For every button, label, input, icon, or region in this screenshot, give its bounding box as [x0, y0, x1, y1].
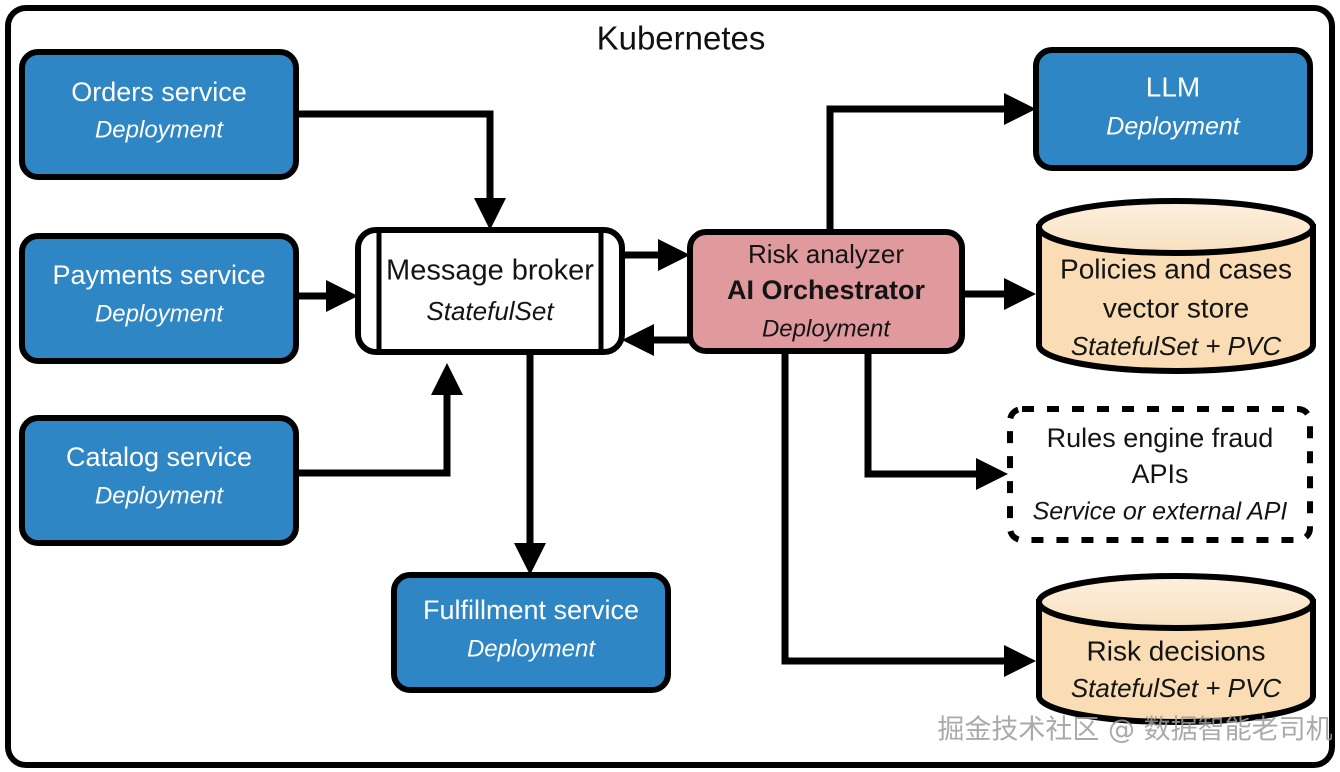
kubernetes-frame: [5, 5, 1335, 768]
llm-subtitle: Deployment: [1106, 113, 1240, 141]
edge-risk-analyzer-to-llm: [826, 93, 1036, 232]
catalog-service-subtitle: Deployment: [95, 482, 224, 509]
edge-risk-analyzer-to-risk-decisions: [781, 351, 1036, 677]
edge-risk-analyzer-to-vector-store: [962, 278, 1036, 310]
catalog-service-box[interactable]: [19, 415, 299, 546]
policies-vector-store-subtitle: StatefulSet + PVC: [1071, 331, 1282, 361]
message-broker-title: Message broker: [386, 255, 594, 287]
node-rules-engine-fraud-apis[interactable]: Rules engine fraud APIs Service or exter…: [1007, 406, 1313, 543]
watermark-text: 掘金技术社区 @ 数据智能老司机: [937, 715, 1332, 746]
policies-vector-store-top: [1036, 198, 1316, 256]
edge-risk-analyzer-to-rules-engine: [864, 351, 1008, 490]
edge-catalog-to-broker: [296, 363, 463, 477]
policies-vector-store-title-2: vector store: [1103, 292, 1249, 323]
risk-analyzer-role: AI Orchestrator: [727, 275, 926, 305]
rules-engine-title-2: APIs: [1131, 459, 1188, 489]
llm-title: LLM: [1146, 71, 1200, 102]
rules-engine-title-1: Rules engine fraud: [1047, 423, 1274, 453]
risk-analyzer-title: Risk analyzer: [748, 239, 904, 269]
node-llm[interactable]: LLM Deployment: [1033, 47, 1313, 171]
frame-title: Kubernetes: [597, 20, 766, 57]
rules-engine-fraud-apis-box[interactable]: [1007, 406, 1313, 543]
llm-box[interactable]: [1033, 47, 1313, 171]
catalog-service-title: Catalog service: [66, 442, 252, 472]
risk-analyzer-subtitle: Deployment: [762, 315, 891, 342]
node-payments-service[interactable]: Payments service Deployment: [19, 233, 299, 364]
edge-payments-to-broker: [296, 280, 358, 312]
message-broker-box[interactable]: [355, 227, 625, 355]
node-message-broker[interactable]: Message broker StatefulSet: [355, 227, 625, 355]
fulfillment-service-title: Fulfillment service: [423, 595, 639, 625]
edge-risk-analyzer-to-broker: [622, 324, 690, 356]
payments-service-subtitle: Deployment: [95, 300, 224, 327]
risk-decisions-body[interactable]: [1036, 599, 1316, 725]
payments-service-title: Payments service: [52, 260, 265, 290]
message-broker-subtitle: StatefulSet: [426, 296, 555, 326]
rules-engine-subtitle: Service or external API: [1033, 498, 1288, 526]
orders-service-box[interactable]: [19, 49, 299, 180]
orders-service-subtitle: Deployment: [95, 116, 224, 143]
node-catalog-service[interactable]: Catalog service Deployment: [19, 415, 299, 546]
payments-service-box[interactable]: [19, 233, 299, 364]
node-risk-decisions[interactable]: Risk decisions StatefulSet + PVC: [1036, 573, 1316, 725]
orders-service-title: Orders service: [71, 77, 247, 107]
risk-analyzer-box[interactable]: [687, 229, 965, 354]
policies-vector-store-body[interactable]: [1036, 224, 1316, 374]
fulfillment-service-box[interactable]: [391, 572, 671, 693]
node-orders-service[interactable]: Orders service Deployment: [19, 49, 299, 180]
edge-broker-to-risk-analyzer: [622, 239, 690, 271]
edge-broker-to-fulfillment: [514, 352, 546, 575]
node-policies-vector-store[interactable]: Policies and cases vector store Stateful…: [1036, 198, 1316, 374]
node-risk-analyzer[interactable]: Risk analyzer AI Orchestrator Deployment: [687, 229, 965, 354]
policies-vector-store-title-1: Policies and cases: [1060, 253, 1292, 284]
risk-decisions-subtitle: StatefulSet + PVC: [1071, 673, 1282, 703]
risk-decisions-top: [1036, 573, 1316, 631]
edge-orders-to-broker: [296, 110, 506, 230]
node-fulfillment-service[interactable]: Fulfillment service Deployment: [391, 572, 671, 693]
risk-decisions-title: Risk decisions: [1087, 635, 1266, 666]
fulfillment-service-subtitle: Deployment: [467, 635, 596, 662]
